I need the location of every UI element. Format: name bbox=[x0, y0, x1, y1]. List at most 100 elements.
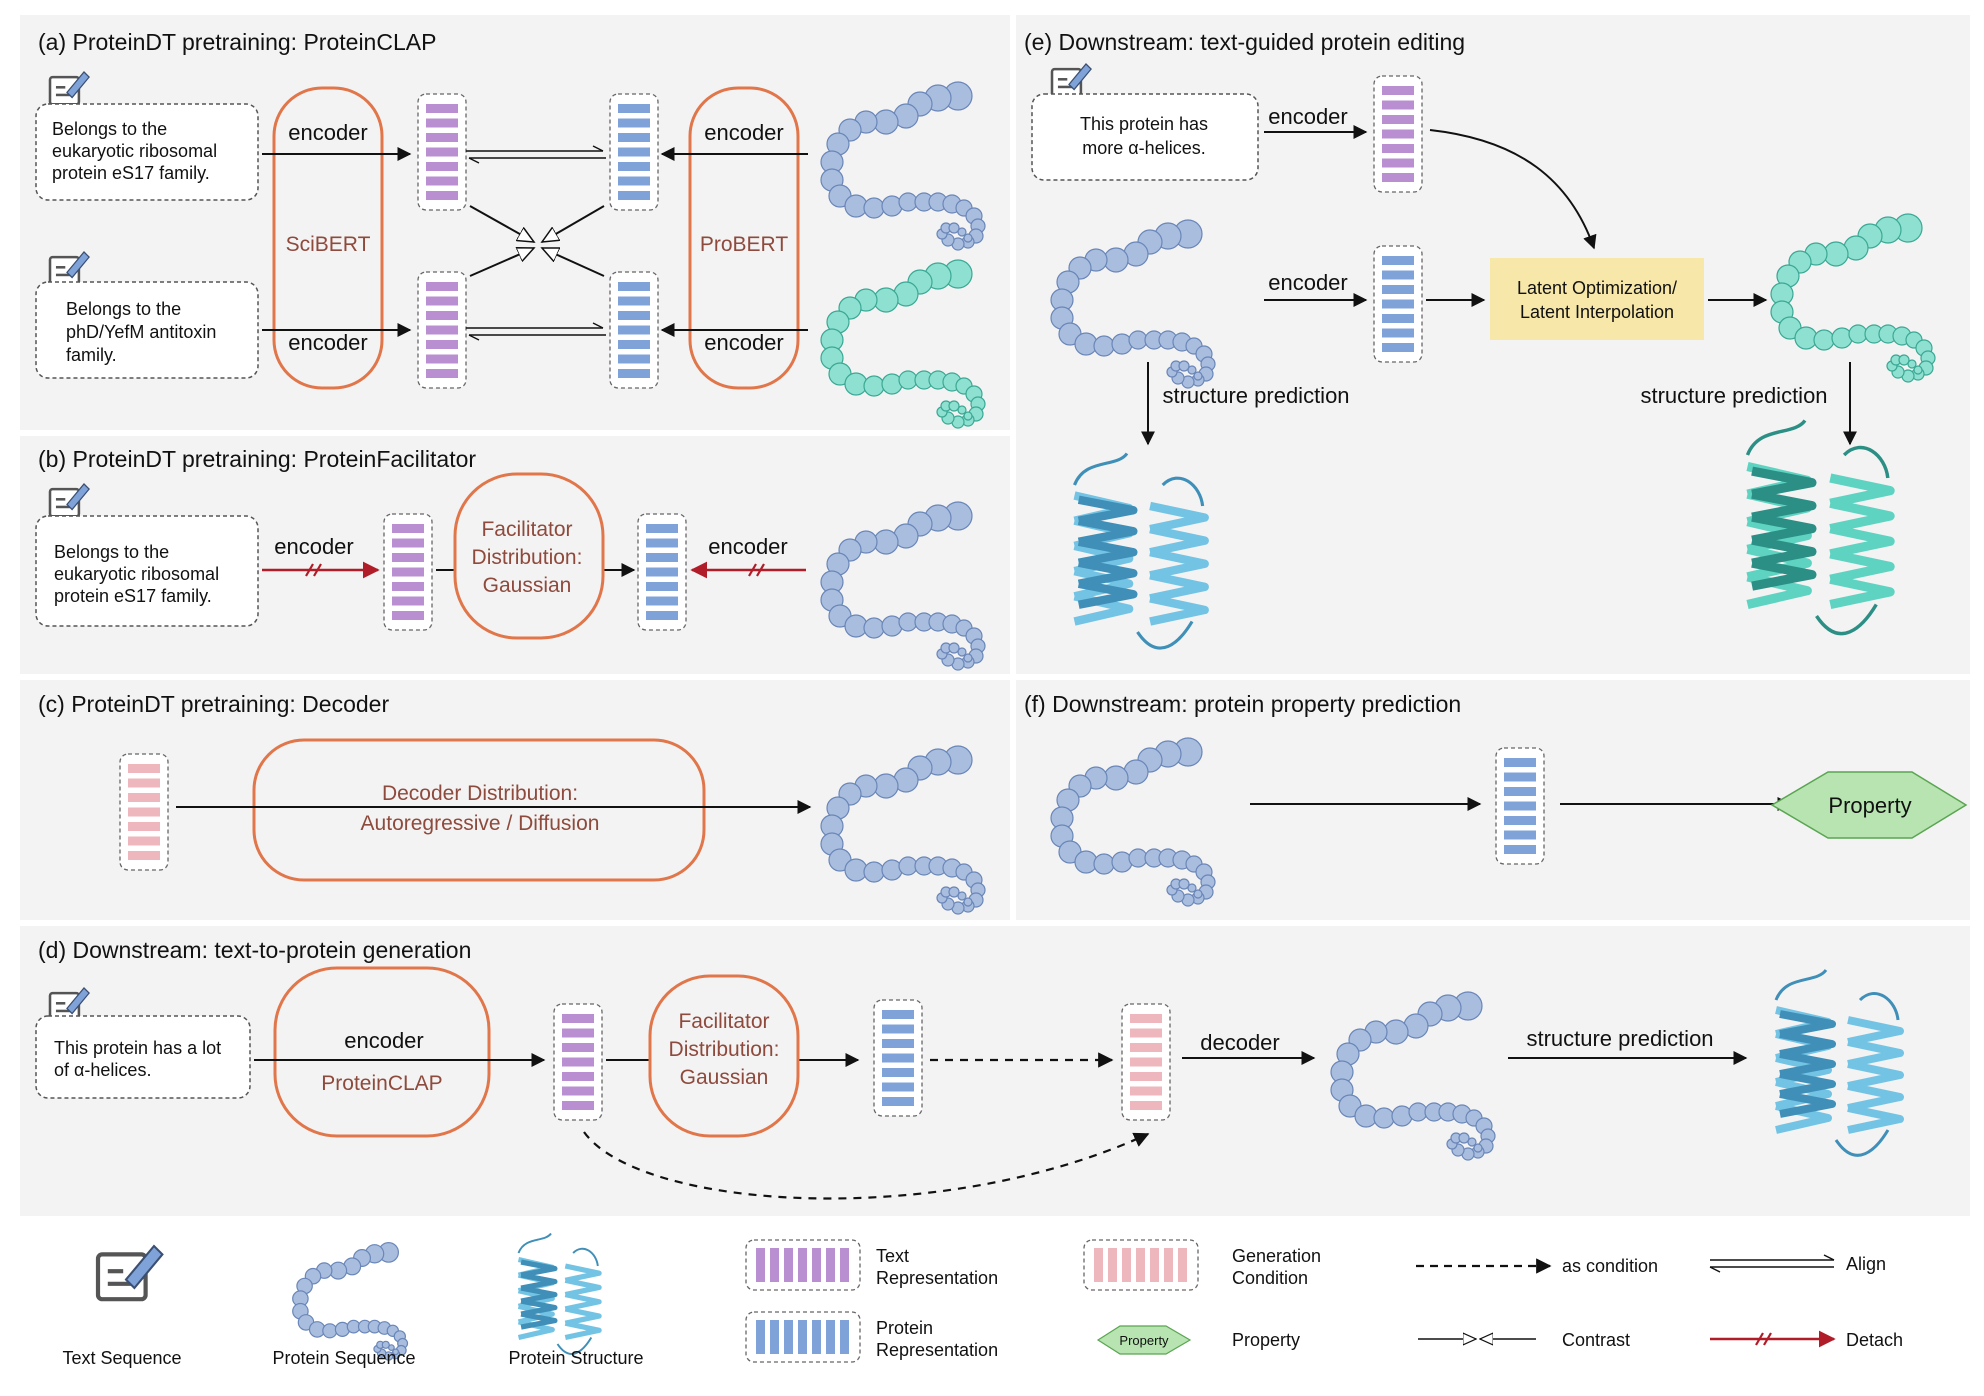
facilitator-label: Distribution: bbox=[669, 1038, 780, 1061]
decoder-label: Autoregressive / Diffusion bbox=[361, 812, 600, 835]
legend-detach-mark bbox=[1755, 1332, 1772, 1346]
text-line: eukaryotic ribosomal bbox=[54, 564, 219, 584]
protein-sequence-icon bbox=[292, 1241, 409, 1361]
protein-structure-icon bbox=[1745, 419, 1895, 636]
legend-contrast: Contrast bbox=[1562, 1330, 1630, 1350]
probert-encoder-frame bbox=[688, 86, 800, 390]
text-representation bbox=[1373, 75, 1423, 193]
facilitator-label: Distribution: bbox=[472, 546, 583, 569]
legend-align: Align bbox=[1846, 1254, 1886, 1274]
decoder-frame bbox=[252, 738, 706, 882]
legend-property: Property bbox=[1232, 1330, 1300, 1350]
encoder-label: encoder bbox=[704, 120, 784, 145]
panel-e-title: (e) Downstream: text-guided protein edit… bbox=[1024, 29, 1465, 55]
detach-mark bbox=[305, 563, 322, 577]
legend-protein-rep-icon bbox=[745, 1311, 861, 1363]
detach-mark bbox=[748, 563, 765, 577]
protein-representation bbox=[637, 513, 687, 631]
text-sequence-box bbox=[35, 515, 259, 627]
legend-text-sequence: Text Sequence bbox=[62, 1348, 181, 1368]
legend-detach: Detach bbox=[1846, 1330, 1903, 1350]
text-line: phD/YefM antitoxin bbox=[66, 322, 216, 342]
panel-c-title: (c) ProteinDT pretraining: Decoder bbox=[38, 691, 389, 717]
text-line: This protein has bbox=[1080, 114, 1208, 134]
encoder-label: encoder bbox=[288, 330, 368, 355]
decoder-label: decoder bbox=[1200, 1030, 1280, 1055]
generation-condition bbox=[119, 753, 169, 871]
text-representation bbox=[417, 93, 467, 211]
text-line: family. bbox=[66, 345, 117, 365]
property-label: Property bbox=[1828, 793, 1911, 818]
legend-as-condition: as condition bbox=[1562, 1256, 1658, 1276]
structure-prediction-label: structure prediction bbox=[1640, 383, 1827, 408]
legend-generation-condition-icon bbox=[1083, 1239, 1199, 1291]
latent-label: Latent Optimization/ bbox=[1517, 278, 1677, 298]
legend: Text Sequence Protein Sequence Protein S… bbox=[62, 1232, 1903, 1368]
protein-sequence-icon bbox=[820, 501, 986, 671]
scibert-encoder-frame bbox=[272, 86, 384, 390]
align-arrows bbox=[466, 145, 606, 341]
facilitator-label: Gaussian bbox=[680, 1066, 769, 1089]
panel-d-title: (d) Downstream: text-to-protein generati… bbox=[38, 937, 471, 963]
text-line: more α-helices. bbox=[1082, 138, 1205, 158]
text-sequence-box bbox=[35, 1015, 251, 1099]
generation-condition bbox=[1121, 1003, 1171, 1121]
encoder-label: encoder bbox=[274, 534, 354, 559]
structure-prediction-label: structure prediction bbox=[1162, 383, 1349, 408]
pencil-icon bbox=[48, 483, 90, 518]
text-line: of α-helices. bbox=[54, 1060, 151, 1080]
encoder-label: encoder bbox=[344, 1028, 424, 1053]
legend-property-icon-label: Property bbox=[1119, 1333, 1169, 1348]
text-representation bbox=[553, 1003, 603, 1121]
pencil-icon bbox=[95, 1244, 164, 1302]
facilitator-frame bbox=[453, 472, 605, 640]
protein-sequence-icon bbox=[820, 745, 986, 915]
text-representation bbox=[383, 513, 433, 631]
protein-sequence-icon bbox=[820, 81, 986, 251]
facilitator-frame bbox=[648, 974, 800, 1138]
protein-representation bbox=[873, 999, 923, 1117]
text-line: Belongs to the bbox=[66, 299, 181, 319]
protein-representation bbox=[1373, 245, 1423, 363]
facilitator-label: Facilitator bbox=[678, 1010, 769, 1033]
panel-f-title: (f) Downstream: protein property predict… bbox=[1024, 691, 1461, 717]
facilitator-label: Facilitator bbox=[481, 518, 572, 541]
panel-a-title: (a) ProteinDT pretraining: ProteinCLAP bbox=[38, 29, 436, 55]
legend-text-rep: Text bbox=[876, 1246, 909, 1266]
legend-generation-condition: Condition bbox=[1232, 1268, 1308, 1288]
encoder-label: encoder bbox=[704, 330, 784, 355]
legend-protein-sequence: Protein Sequence bbox=[272, 1348, 415, 1368]
pencil-icon bbox=[48, 987, 90, 1022]
text-sequence-box bbox=[35, 281, 259, 379]
decoder-label: Decoder Distribution: bbox=[382, 782, 578, 805]
text-sequence-box bbox=[1031, 93, 1259, 181]
text-line: Belongs to the bbox=[54, 542, 169, 562]
protein-representation bbox=[609, 271, 659, 389]
protein-sequence-icon bbox=[1050, 219, 1216, 389]
text-line: protein eS17 family. bbox=[54, 586, 212, 606]
protein-sequence-icon bbox=[1050, 737, 1216, 907]
pencil-icon bbox=[48, 251, 90, 286]
proteinclap-label: ProteinCLAP bbox=[321, 1072, 442, 1095]
legend-text-rep-icon bbox=[745, 1239, 861, 1291]
pencil-icon bbox=[48, 71, 90, 106]
protein-sequence-icon bbox=[1770, 213, 1936, 383]
encoder-label: encoder bbox=[288, 120, 368, 145]
facilitator-label: Gaussian bbox=[483, 574, 572, 597]
protein-representation bbox=[1495, 747, 1545, 865]
protein-structure-icon bbox=[517, 1232, 602, 1355]
probert-label: ProBERT bbox=[700, 233, 788, 256]
text-line: protein eS17 family. bbox=[52, 163, 210, 183]
latent-label: Latent Interpolation bbox=[1520, 302, 1674, 322]
property-diamond bbox=[1770, 771, 1968, 839]
encoder-label: encoder bbox=[1268, 104, 1348, 129]
text-representation bbox=[417, 271, 467, 389]
latent-optimization-box bbox=[1490, 258, 1704, 340]
text-line: eukaryotic ribosomal bbox=[52, 141, 217, 161]
legend-generation-condition: Generation bbox=[1232, 1246, 1321, 1266]
encoder-label: encoder bbox=[708, 534, 788, 559]
proteinclap-encoder-frame bbox=[273, 966, 491, 1138]
text-line: This protein has a lot bbox=[54, 1038, 221, 1058]
legend-align-arrows bbox=[1709, 1254, 1835, 1273]
